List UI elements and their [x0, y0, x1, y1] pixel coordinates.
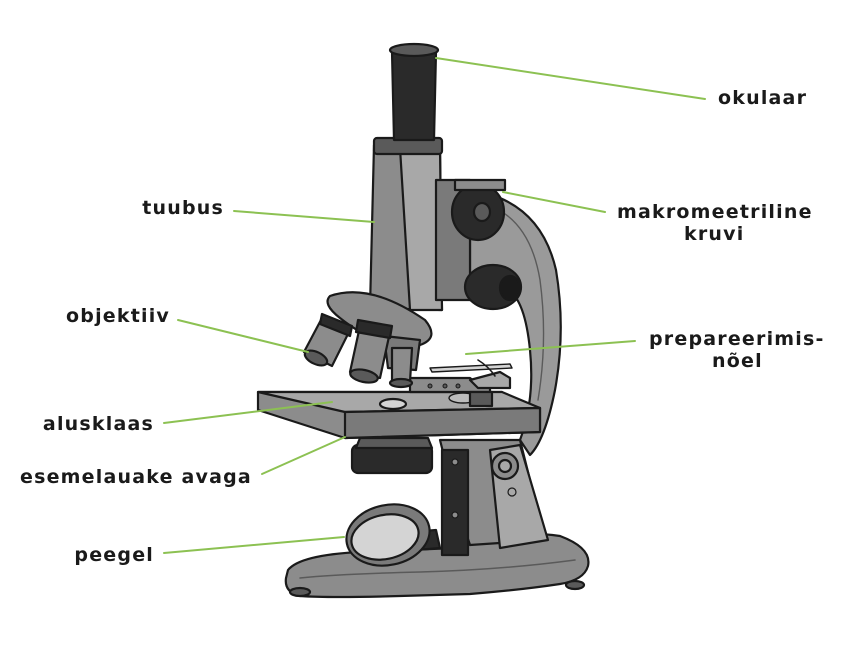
microscope-objectives: [302, 312, 414, 389]
label-esemelauake-avaga: esemelauake avaga: [20, 466, 252, 488]
label-peegel: peegel: [74, 544, 154, 566]
leader-line-alusklaas: [163, 401, 333, 424]
leader-line-tuubus: [233, 210, 375, 223]
leader-line-okulaar: [435, 57, 706, 100]
microscope-eyepiece: [388, 42, 440, 142]
label-noel: nõel: [712, 350, 763, 372]
label-kruvi: kruvi: [684, 223, 745, 245]
label-prepareerimis: prepareerimis-: [649, 328, 825, 350]
leader-line-prepareerimisnoel: [465, 340, 636, 355]
microscope-stage: [256, 359, 542, 440]
leader-line-peegel: [163, 536, 345, 554]
label-makromeetriline: makromeetriline: [617, 201, 813, 223]
label-objektiiv: objektiiv: [66, 305, 170, 327]
leader-line-esemelauake: [261, 436, 346, 475]
microscope-condenser: [350, 436, 434, 475]
leader-line-objektiiv: [177, 319, 309, 353]
microscope-mirror: [345, 503, 442, 567]
leader-lines: [163, 57, 706, 554]
leader-line-makromeetriline: [502, 191, 606, 213]
microscope-fine-knob: [463, 263, 523, 311]
microscope-base: [284, 532, 590, 599]
label-alusklaas: alusklaas: [42, 413, 154, 435]
label-tuubus: tuubus: [142, 197, 224, 219]
label-okulaar: okulaar: [718, 87, 808, 109]
microscope-pillar: [438, 438, 550, 557]
microscope-coarse-knob: [450, 178, 507, 242]
